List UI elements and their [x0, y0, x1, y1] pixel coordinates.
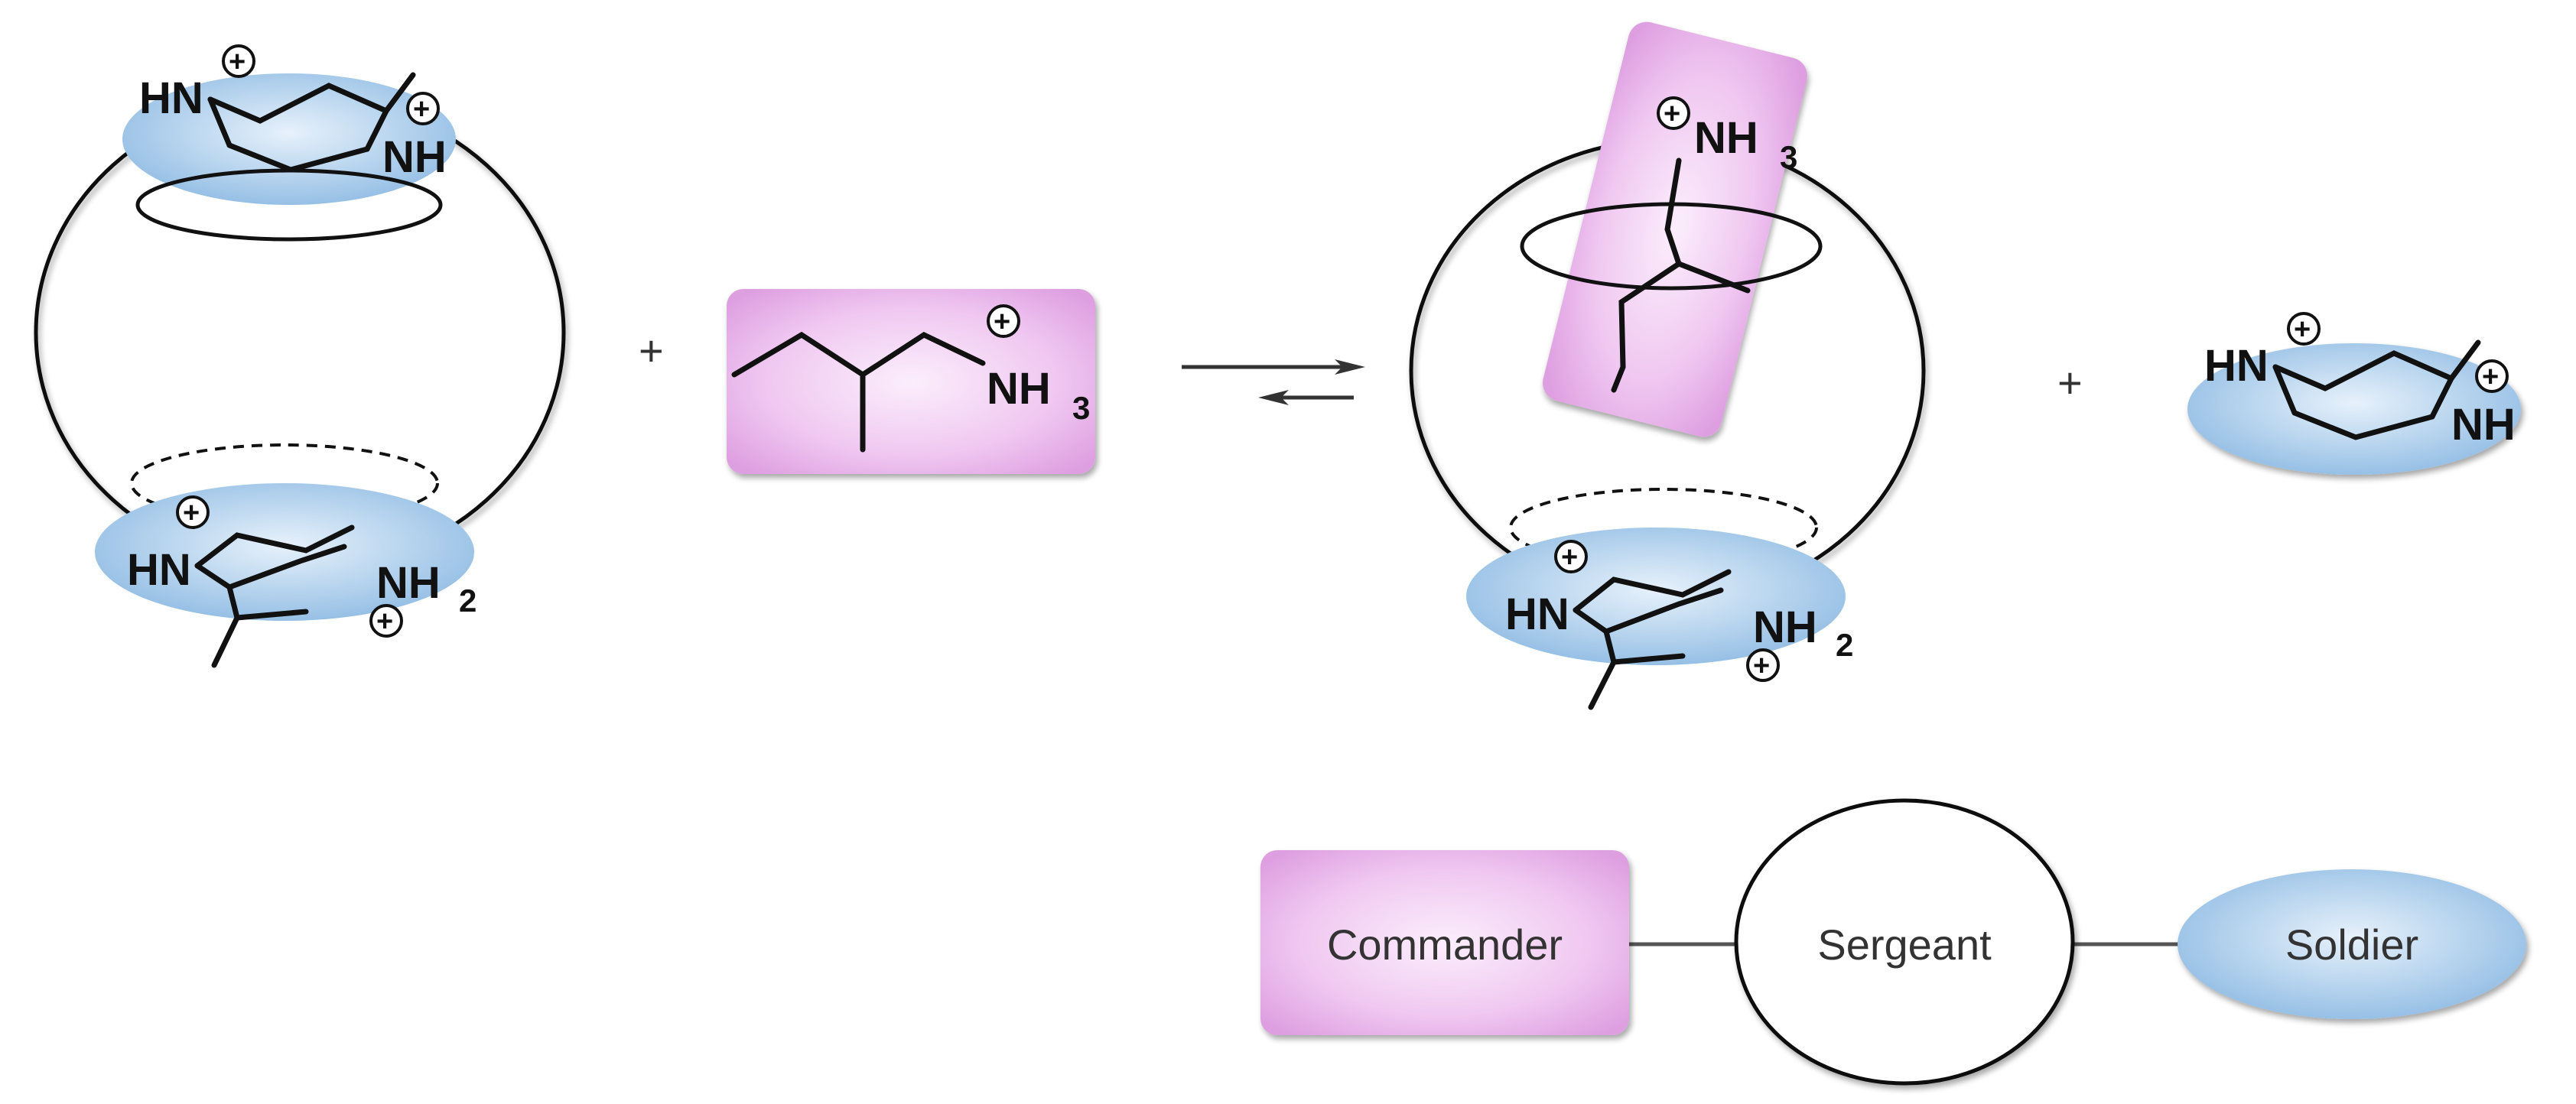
left-bottom-nh2-sub: 2 [459, 583, 476, 619]
released-soldier-hn: HN [2204, 341, 2269, 391]
right-bottom-hn-charge [1554, 540, 1588, 573]
released-soldier-nh-charge-sign: + [2482, 361, 2499, 393]
right-bottom-nh2: NH [1753, 602, 1817, 652]
legend-soldier-label: Soldier [2285, 921, 2418, 969]
legend-soldier-ellipse [2178, 869, 2526, 1019]
left-bottom-nh2-charge-sign: + [376, 606, 393, 638]
free-commander-nh3-sub: 3 [1072, 390, 1090, 426]
released-soldier-nh-charge [2475, 359, 2509, 393]
released-soldier-ellipse [2187, 343, 2521, 475]
plus-sign-1: + [639, 326, 664, 375]
right-guest-charge [1657, 96, 1690, 130]
free-commander-nh3: NH [987, 364, 1051, 414]
left-top-hn-charge [222, 44, 255, 78]
right-bottom-nh2-charge [1746, 648, 1780, 682]
legend-commander-label: Commander [1327, 921, 1563, 969]
right-guest-charge-sign: + [1664, 98, 1680, 130]
right-guest-nh3: NH [1694, 113, 1758, 163]
left-bottom-nh2: NH [376, 558, 441, 608]
plus-sign-2: + [2057, 359, 2083, 407]
left-top-piperazine [207, 72, 416, 173]
left-complex: HN + NH + HN + NH 2 + [34, 44, 566, 668]
left-top-nh-charge-sign: + [413, 93, 430, 125]
legend-sergeant-label: Sergeant [1817, 921, 1992, 969]
equilibrium-arrows [1182, 359, 1365, 405]
right-guest-nh3-sub: 3 [1780, 139, 1797, 175]
legend-commander-box [1260, 850, 1629, 1035]
free-commander-charge-sign: + [994, 306, 1010, 338]
free-commander-charge [987, 304, 1020, 338]
left-bottom-nh2-charge [369, 604, 403, 638]
released-soldier: HN + NH + [2187, 312, 2521, 475]
right-bottom-nh2-sub: 2 [1836, 627, 1853, 663]
legend-sergeant-circle [1734, 798, 2075, 1086]
left-top-nh: NH [382, 132, 447, 182]
released-soldier-hn-charge-sign: + [2294, 313, 2311, 346]
left-bottom-hn-charge [176, 495, 210, 529]
right-bottom-nh2-charge-sign: + [1753, 650, 1770, 682]
left-top-hn-charge-sign: + [229, 46, 246, 78]
legend: Commander Sergeant Soldier [1260, 798, 2526, 1086]
left-bottom-piperazine [194, 524, 355, 668]
left-bottom-hn: HN [127, 545, 191, 595]
right-bottom-piperazine [1573, 569, 1732, 710]
right-bottom-hn-charge-sign: + [1561, 541, 1578, 573]
right-complex: NH 3 + HN + NH 2 + [1409, 21, 1926, 710]
left-bottom-hn-charge-sign: + [183, 497, 200, 529]
right-commander-box [1542, 21, 1808, 437]
released-soldier-nh: NH [2451, 400, 2516, 450]
free-commander-guest: NH 3 + [727, 289, 1095, 474]
left-bottom-rim [130, 443, 439, 523]
right-bottom-hn: HN [1505, 589, 1569, 639]
right-bottom-rim [1509, 488, 1818, 567]
left-top-hn: HN [139, 73, 203, 123]
released-soldier-hn-charge [2287, 312, 2321, 346]
left-top-nh-charge [406, 92, 440, 125]
